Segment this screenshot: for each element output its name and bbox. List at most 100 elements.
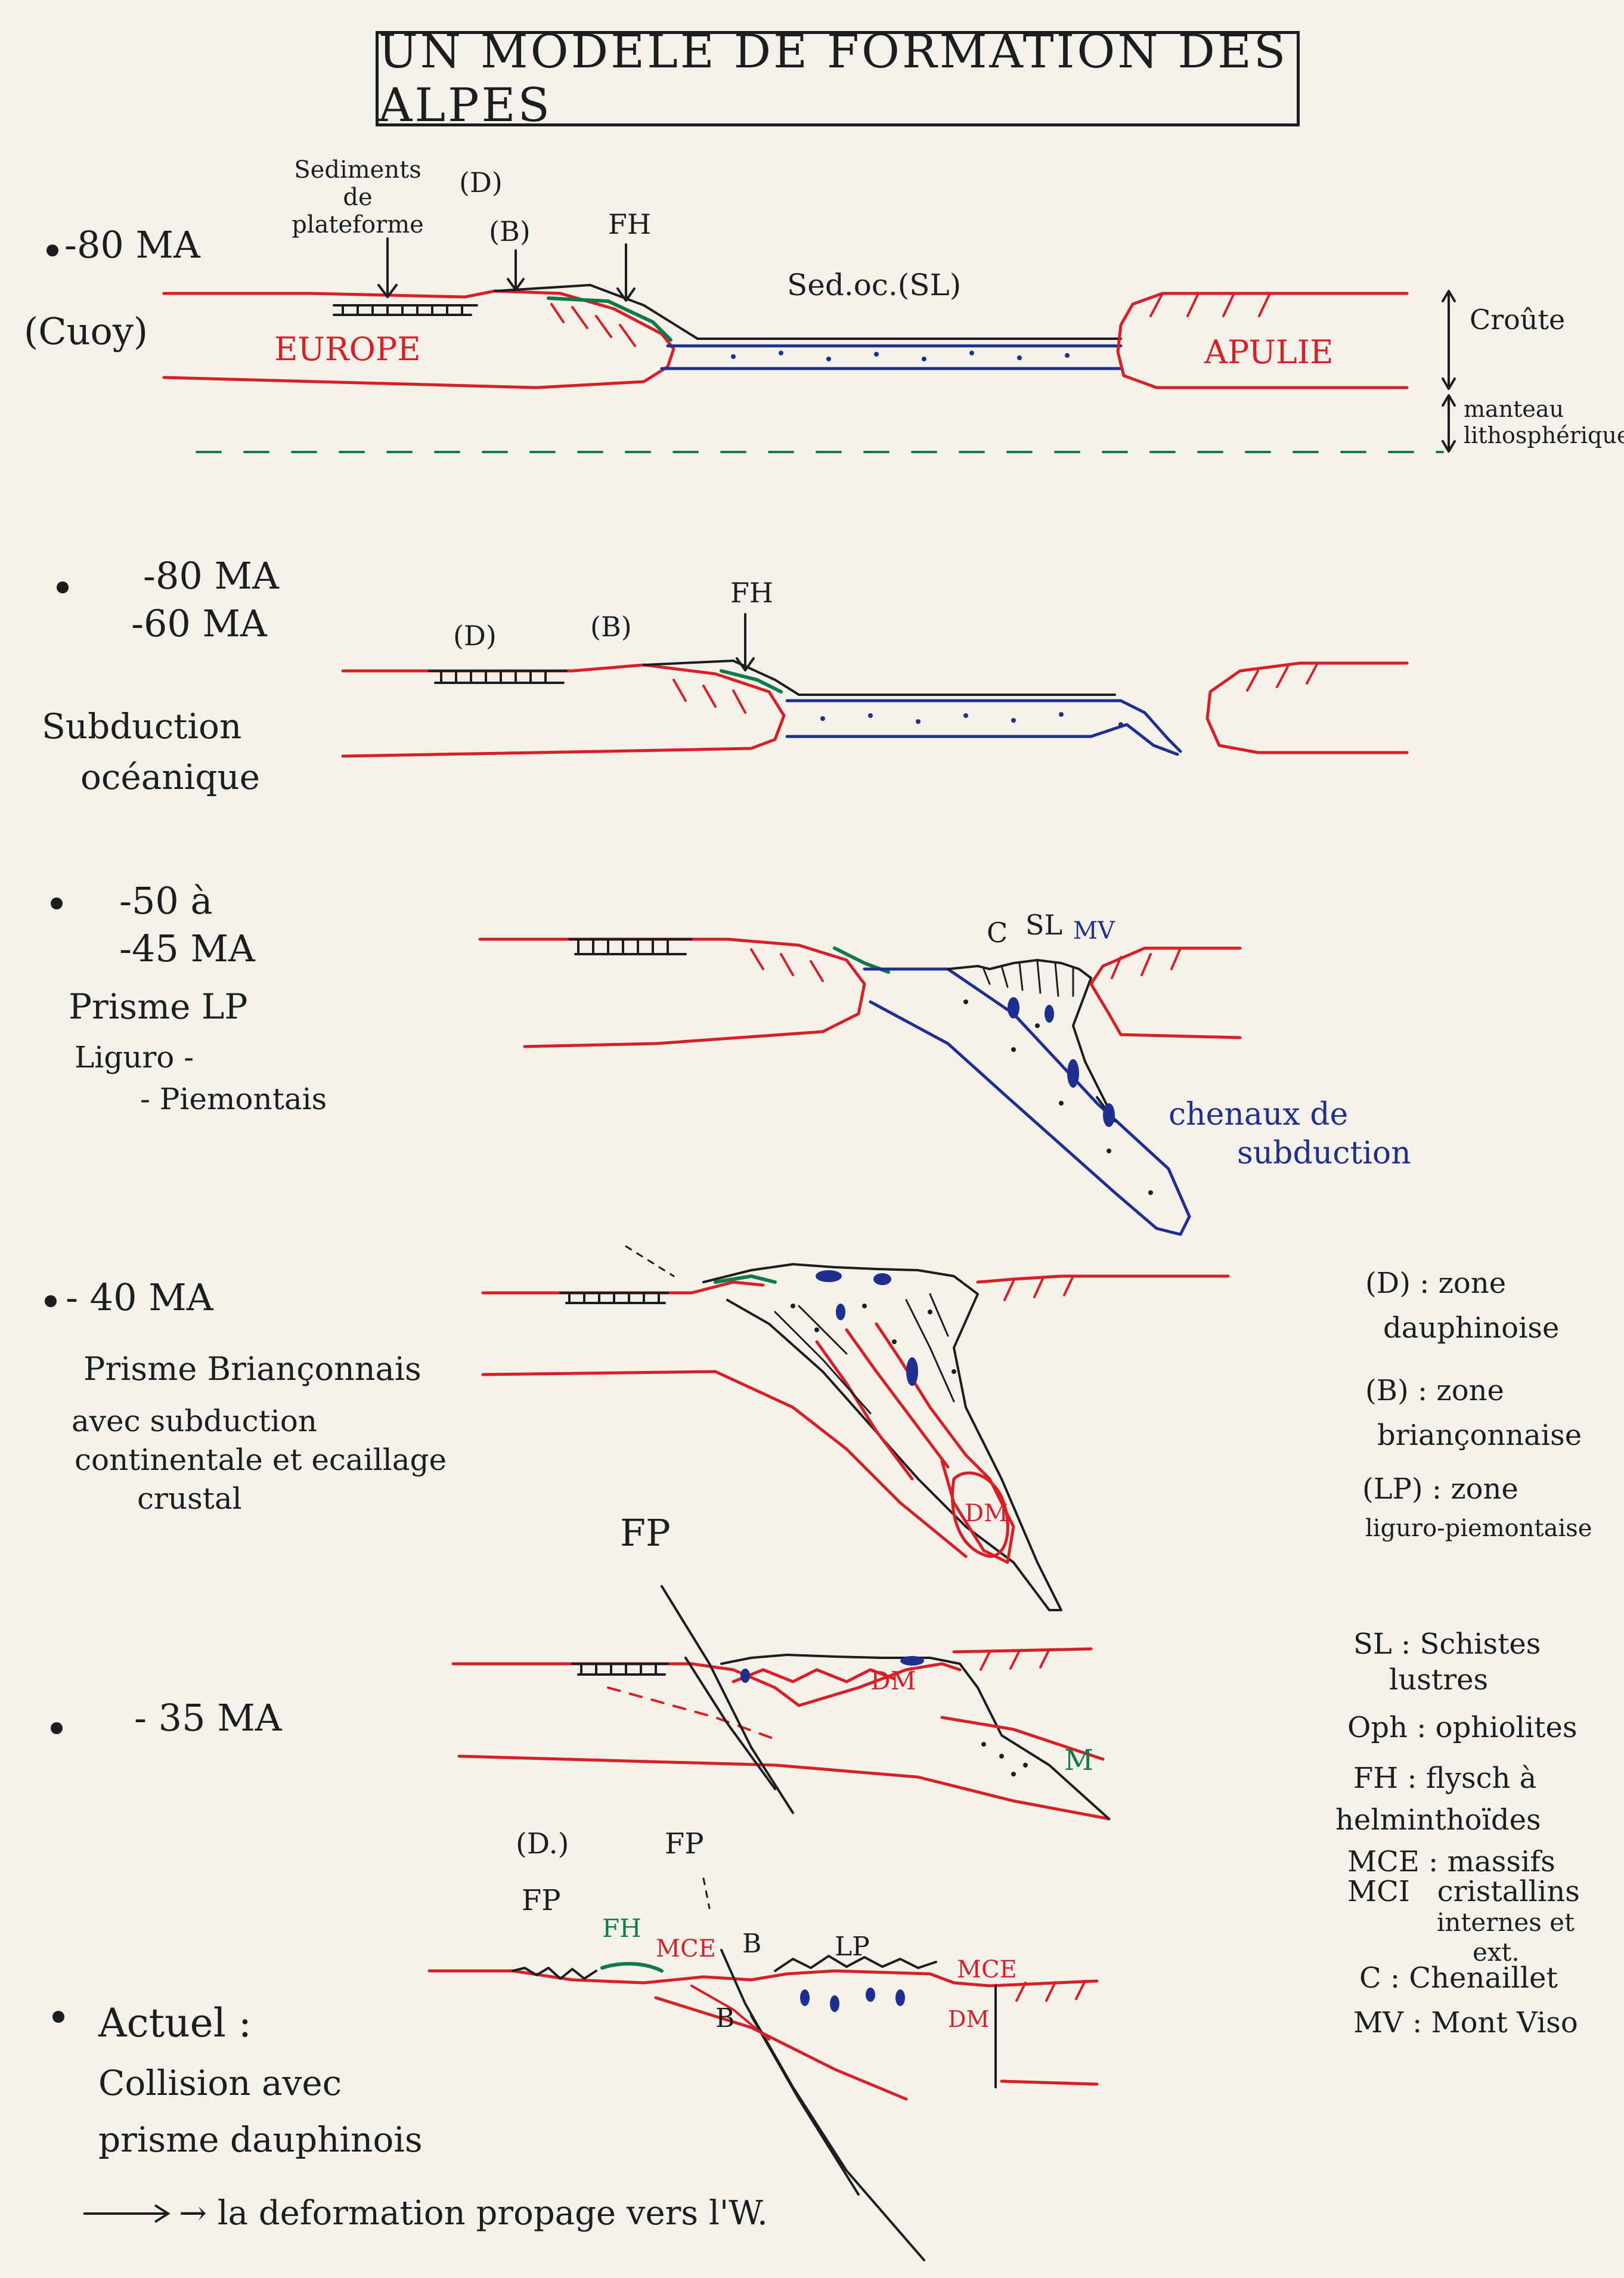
legend-mce1: MCE : massifs <box>1347 1845 1555 1878</box>
stage6-fp-left-label: FP <box>522 1884 561 1917</box>
croute-label: Croûte <box>1470 304 1566 336</box>
stage6-mce-label: MCE <box>656 1935 716 1963</box>
stage3-sl-label: SL <box>1025 909 1063 941</box>
s6-apulia-faults <box>1015 1980 1086 2002</box>
apulia-crust <box>1116 292 1409 389</box>
s4-thrust-trace <box>625 1245 675 1277</box>
s6-fp-fault <box>720 1949 925 2261</box>
apulie-label: APULIE <box>1204 333 1334 371</box>
stage6-b-top-label: B <box>742 1929 762 1959</box>
s2-apulia-crust <box>1205 661 1409 754</box>
stage6-fp-top-label: FP <box>665 1827 704 1861</box>
s4-apulia-surface <box>976 1274 1230 1284</box>
s6-oph-blobs <box>800 1988 905 2012</box>
legend-sl2: lustres <box>1389 1663 1489 1697</box>
stage4-dm-label: DM <box>965 1500 1009 1527</box>
stage6-caption4: → la deformation propage vers l'W. <box>179 2194 768 2233</box>
s2-flysch-outline <box>643 660 1116 696</box>
s4-crustal-slices <box>815 1322 1015 1564</box>
stage2-caption1: Subduction <box>42 706 242 747</box>
stage4-caption1: Prisme Briançonnais <box>83 1350 422 1388</box>
stage6-caption3: prisme dauphinois <box>98 2119 423 2160</box>
s4-slab-lines <box>774 1293 955 1415</box>
stage5-m-label: M <box>1064 1744 1094 1777</box>
stage1-section <box>162 237 1456 453</box>
bullet-stage1 <box>47 244 58 256</box>
stage6-dm-label: DM <box>948 2006 990 2032</box>
stage4-section <box>481 1245 1230 1611</box>
stage1-sedoc-label: Sed.oc.(SL) <box>787 268 962 302</box>
s5-oph-blobs <box>740 1656 924 1683</box>
propagation-arrow <box>83 2204 171 2223</box>
stage5-fp-label: FP <box>620 1511 671 1555</box>
s5-basin-dots <box>981 1742 1028 1776</box>
s2-flysch <box>720 669 783 694</box>
s3-oph-blobs <box>1008 997 1115 1127</box>
s2-faults <box>672 679 746 714</box>
stage3-mv-label: MV <box>1073 917 1115 945</box>
s5-fp-fault <box>661 1585 794 1814</box>
s3-subduction-slab <box>863 967 1191 1236</box>
s5-apulia <box>952 1647 1093 1654</box>
mantle-bracket <box>1442 394 1456 453</box>
s5-prism <box>720 1654 1110 1820</box>
legend-lp2: liguro-piemontaise <box>1365 1515 1592 1542</box>
s6-fp-dashed <box>702 1877 711 1909</box>
stage6-section <box>427 1877 1099 2261</box>
platform-sediments <box>333 304 478 316</box>
stage4-caption3: continentale et ecaillage <box>75 1443 447 1477</box>
legend-b1: (B) : zone <box>1365 1374 1504 1407</box>
stage6-caption2: Collision avec <box>98 2063 342 2103</box>
sediments-arrow <box>377 237 398 298</box>
legend-mce4: ext. <box>1473 1937 1520 1967</box>
s2-platform-sediments <box>428 670 568 684</box>
s3-channel-dots <box>963 999 1153 1195</box>
stage4-caption2: avec subduction <box>72 1404 318 1438</box>
stage5-time: - 35 MA <box>134 1696 282 1740</box>
title-box: UN MODELE DE FORMATION DES ALPES <box>376 25 1300 132</box>
legend-fh2: helminthoïdes <box>1335 1803 1541 1837</box>
apulia-normal-faults <box>1149 292 1271 317</box>
s5-europe-moho <box>457 1754 1111 1821</box>
s6-fold-sediments <box>512 1967 597 1980</box>
stage2-time2: -60 MA <box>131 602 267 645</box>
stage6-fh-label: FH <box>602 1914 641 1943</box>
stage3-c-label: C <box>987 917 1008 949</box>
s5-crustal-slices <box>732 1668 896 1683</box>
s2-fh-arrow <box>736 613 755 671</box>
s4-oph-blobs <box>816 1270 918 1386</box>
s4-prism-dots <box>791 1304 956 1374</box>
s4-dm-body <box>951 1471 1009 1558</box>
s6-b-lines <box>690 1985 770 2041</box>
s2-oceanic-slab <box>785 699 1182 756</box>
stage3-time1: -50 à <box>119 879 213 923</box>
stage3-section <box>478 937 1242 1236</box>
stage1-fh-label: FH <box>608 208 652 240</box>
stage2-d-label: (D) <box>453 620 497 652</box>
s4-flysch <box>714 1274 777 1284</box>
stage3-caption2: Liguro - <box>75 1040 194 1075</box>
stage5-dm-label: DM <box>870 1666 916 1695</box>
s5-apulia-lower <box>940 1716 1105 1761</box>
bullet-stage3 <box>51 897 63 909</box>
s6-apulia-moho <box>1000 2079 1099 2086</box>
s5-apulia-faults <box>980 1648 1050 1671</box>
chenaux-label2: subduction <box>1237 1135 1411 1171</box>
stage3-caption3: - Piemontais <box>140 1082 327 1116</box>
s6-lp-prism <box>774 1955 937 1972</box>
stage1-sediments-label: Sediments de plateforme <box>292 156 424 239</box>
stage2-fh-label: FH <box>730 577 774 609</box>
legend-oph: Oph : ophiolites <box>1347 1711 1577 1744</box>
s5-platform <box>571 1663 669 1676</box>
bullet-stage6 <box>52 2011 64 2023</box>
stage1-b-label: (B) <box>489 215 531 247</box>
stage1-note: (Cuoy) <box>24 309 148 353</box>
legend-mce2: MCI cristallins <box>1347 1875 1580 1908</box>
fh-arrow <box>616 243 636 302</box>
page-title: UN MODELE DE FORMATION DES ALPES <box>379 25 1288 132</box>
stage4-time: - 40 MA <box>66 1276 213 1319</box>
s2-apulia-faults <box>1246 662 1319 692</box>
s3-faults <box>750 948 824 982</box>
bullet-stage4 <box>45 1295 57 1307</box>
